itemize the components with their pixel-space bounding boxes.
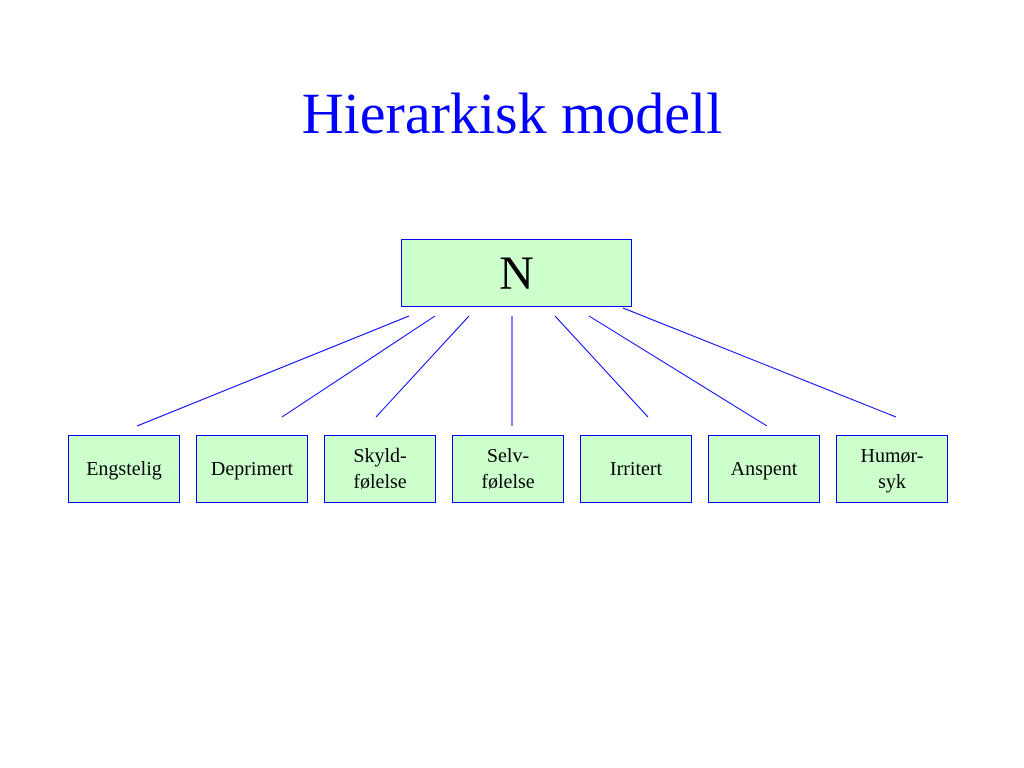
child-node-label: Skyld- følelse: [353, 445, 407, 493]
child-node-selvfolelse: Selv- følelse: [452, 435, 564, 503]
child-node-label: Selv- følelse: [481, 445, 535, 493]
connector-line-deprimert: [281, 315, 436, 418]
child-node-label: Anspent: [730, 458, 798, 480]
connector-line-skyldfolelse: [375, 315, 470, 418]
connector-line-humorsyk: [622, 307, 897, 418]
child-node-label: Irritert: [609, 458, 663, 480]
child-node-engstelig: Engstelig: [68, 435, 180, 503]
child-node-skyldfolelse: Skyld- følelse: [324, 435, 436, 503]
connector-line-irritert: [554, 315, 649, 418]
child-node-deprimert: Deprimert: [196, 435, 308, 503]
connector-line-engstelig: [136, 315, 410, 427]
child-node-label: Engstelig: [86, 458, 162, 480]
child-node-anspent: Anspent: [708, 435, 820, 503]
child-node-humorsyk: Humør- syk: [836, 435, 948, 503]
slide-title: Hierarkisk modell: [301, 81, 723, 146]
root-node: N: [401, 239, 632, 307]
root-node-label: N: [499, 246, 534, 300]
child-node-label: Humør- syk: [860, 445, 924, 493]
child-node-label: Deprimert: [210, 458, 294, 480]
connector-line-anspent: [588, 315, 768, 427]
child-node-irritert: Irritert: [580, 435, 692, 503]
